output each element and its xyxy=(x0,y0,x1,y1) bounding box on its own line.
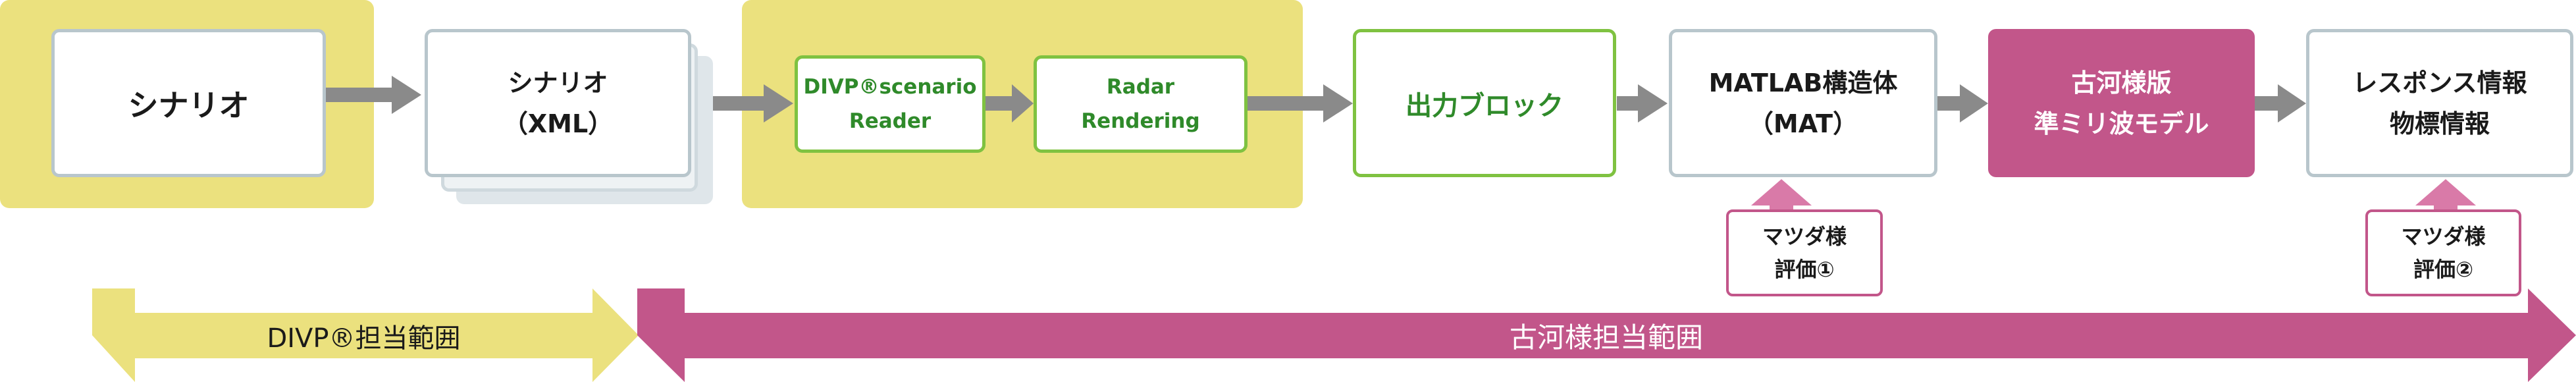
node-scenario-label: シナリオ xyxy=(128,87,250,123)
node-radar-rendering: Radar Rendering xyxy=(1034,55,1248,153)
node-output-block-label: 出力ブロック xyxy=(1406,90,1564,121)
node-radar-rendering-line1: Radar xyxy=(1106,75,1175,99)
node-radar-rendering-line2: Rendering xyxy=(1081,109,1200,133)
node-scenario-xml-line1: シナリオ xyxy=(508,68,608,97)
node-divp-reader-line2: Reader xyxy=(849,109,932,133)
eval-box-2-line2: 評価② xyxy=(2413,257,2474,282)
node-matlab-struct-line2: （MAT） xyxy=(1748,109,1858,138)
node-furukawa-radar-model: 古河様版 準ミリ波モデル xyxy=(1988,29,2255,177)
eval-box-1: マツダ様 評価① xyxy=(1726,209,1883,296)
divp-scope-label: DIVP®担当範囲 xyxy=(135,313,592,358)
node-divp-reader-line1: DIVP®scenario xyxy=(803,75,977,99)
node-divp-reader: DIVP®scenario Reader xyxy=(795,55,986,153)
eval-box-2-line1: マツダ様 xyxy=(2401,224,2486,249)
eval-box-1-line1: マツダ様 xyxy=(1762,224,1847,249)
node-matlab-struct: MATLAB構造体 （MAT） xyxy=(1669,29,1937,177)
arrow-matlab-to-furukawa xyxy=(1937,84,1988,123)
node-response-info-line1: レスポンス情報 xyxy=(2352,68,2527,97)
node-matlab-struct-line1: MATLAB構造体 xyxy=(1708,68,1898,97)
divp-scope-text: DIVP®担当範囲 xyxy=(267,323,461,354)
node-response-info: レスポンス情報 物標情報 xyxy=(2306,29,2573,177)
arrow-scenario-to-xml xyxy=(326,76,421,114)
furukawa-scope-text: 古河様担当範囲 xyxy=(1509,321,1703,354)
arrow-furukawa-to-response xyxy=(2255,84,2306,123)
arrow-radar-to-output xyxy=(1248,84,1353,123)
node-furukawa-radar-model-line1: 古河様版 xyxy=(2071,68,2172,97)
node-output-block: 出力ブロック xyxy=(1353,29,1616,177)
eval-box-2: マツダ様 評価② xyxy=(2365,209,2521,296)
arrow-output-to-matlab xyxy=(1617,84,1668,123)
node-scenario: シナリオ xyxy=(51,29,326,177)
node-scenario-xml: シナリオ （XML） xyxy=(425,29,691,177)
node-response-info-line2: 物標情報 xyxy=(2389,109,2490,138)
furukawa-scope-bar xyxy=(637,288,2576,382)
node-furukawa-radar-model-line2: 準ミリ波モデル xyxy=(2034,109,2209,138)
node-scenario-xml-line2: （XML） xyxy=(502,109,614,138)
divp-scope-bar xyxy=(92,288,639,382)
furukawa-scope-label: 古河様担当範囲 xyxy=(685,313,2528,358)
eval-box-1-line2: 評価① xyxy=(1774,257,1835,282)
arrow-reader-to-radar xyxy=(986,84,1034,123)
